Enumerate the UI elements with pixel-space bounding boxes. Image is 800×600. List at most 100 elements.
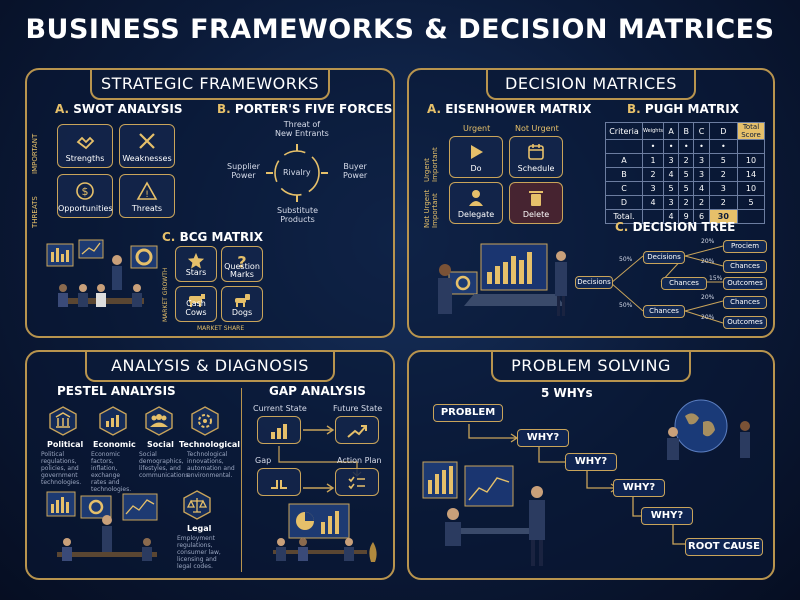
- gap-future-box: [335, 416, 379, 444]
- five-whys-why-3: WHY?: [613, 479, 665, 497]
- swot-opportunities: $ Opportunities: [57, 174, 113, 218]
- tree-leaf-1: Prociem: [723, 240, 767, 253]
- dog-icon: [235, 294, 250, 307]
- tree-prob-4: 20%: [701, 258, 715, 265]
- porter-buyer-power: Buyer Power: [343, 162, 368, 180]
- social-icon: [145, 406, 173, 436]
- tree-prob-5: 15%: [709, 275, 723, 282]
- gap-gap-box: [257, 468, 301, 496]
- decision-matrices-panel: DECISION MATRICES A. EISENHOWER MATRIX U…: [407, 68, 775, 338]
- panel-title: STRATEGIC FRAMEWORKS: [90, 70, 330, 100]
- laptop-illustration: [438, 243, 567, 316]
- bcg-dogs: Dogs: [221, 286, 263, 322]
- tree-prob-2: 50%: [619, 302, 633, 309]
- warning-icon: !: [136, 181, 158, 200]
- svg-text:$: $: [82, 185, 89, 198]
- bcg-xaxis: MARKET SHARE: [197, 325, 245, 332]
- page-title: BUSINESS FRAMEWORKS & DECISION MATRICES: [25, 14, 775, 45]
- gap-current-box: [257, 416, 301, 444]
- porter-substitutes: Substitute Products: [277, 206, 319, 224]
- tools-icon: [139, 133, 155, 149]
- porter-heading: B. PORTER'S FIVE FORCES: [217, 102, 393, 116]
- eisenhower-heading: A. EISENHOWER MATRIX: [427, 102, 592, 116]
- tree-leaf-2: Chances: [723, 260, 767, 273]
- swot-weaknesses: Weaknesses: [119, 124, 175, 168]
- calendar-icon: [528, 144, 544, 160]
- tree-chances-a: Chances: [661, 277, 707, 290]
- swot-threats: ! Threats: [119, 174, 175, 218]
- legal-icon: [183, 490, 211, 520]
- gap-plan-label: Action Plan: [337, 456, 382, 465]
- swot-heading: A. SWOT ANALYSIS: [55, 102, 183, 116]
- decision-tree-lines: [610, 245, 724, 324]
- pestel-heading: PESTEL ANALYSIS: [57, 384, 176, 398]
- swot-strengths: Strengths: [57, 124, 113, 168]
- svg-text:!: !: [145, 190, 149, 200]
- presentation-illustration: [273, 503, 377, 562]
- meeting-illustration: [46, 239, 158, 307]
- pugh-table: Criteria Weights A B C D Total Score •••…: [605, 122, 765, 224]
- eisenhower-schedule: Schedule: [509, 136, 563, 178]
- strategic-frameworks-panel: STRATEGIC FRAMEWORKS A. SWOT ANALYSIS IM…: [25, 68, 395, 338]
- bcg-cash-cows: Cash Cows: [175, 286, 217, 322]
- eisenhower-row-2: Not Urgent Important: [423, 189, 439, 228]
- tree-leaf-3: Outcomes: [723, 277, 767, 290]
- political-icon: [49, 406, 77, 436]
- pugh-heading: B. PUGH MATRIX: [627, 102, 739, 116]
- five-whys-why-2: WHY?: [565, 453, 617, 471]
- pestel-political-desc: Political regulations, policies, and gov…: [41, 451, 82, 486]
- technological-icon: [191, 406, 219, 436]
- pestel-technological: Technological: [179, 440, 241, 449]
- bcg-heading: C. BCG MATRIX: [162, 230, 263, 244]
- five-whys-why-1: WHY?: [517, 429, 569, 447]
- eisenhower-col-urgent: Urgent: [463, 124, 491, 133]
- cow-icon: [189, 294, 205, 307]
- person-icon: [469, 190, 483, 206]
- tree-leaf-5: Outcomes: [723, 316, 767, 329]
- panel-title: PROBLEM SOLVING: [491, 352, 691, 382]
- pestel-social-desc: Social demographics, lifestyles, and com…: [139, 451, 191, 479]
- pestel-technological-desc: Technological innovations, automation an…: [187, 451, 235, 479]
- eisenhower-do: Do: [449, 136, 503, 178]
- economic-icon: [99, 406, 127, 436]
- tree-chances-b: Chances: [643, 305, 685, 318]
- bar-chart-icon: [271, 424, 287, 439]
- bcg-question-marks: ? Question Marks: [221, 246, 263, 282]
- panel-title: DECISION MATRICES: [486, 70, 696, 100]
- swot-axis-threats: THREATS: [31, 196, 39, 228]
- five-whys-why-4: WHY?: [641, 507, 693, 525]
- trend-up-icon: [347, 425, 367, 438]
- gap-plan-box: [335, 468, 379, 496]
- porter-new-entrants: Threat of New Entrants: [275, 120, 329, 138]
- star-icon: [187, 252, 205, 269]
- eisenhower-delegate: Delegate: [449, 182, 503, 224]
- tree-prob-6: 20%: [701, 294, 715, 301]
- swot-axis-important: IMPORTANT: [31, 133, 39, 174]
- svg-text:?: ?: [237, 252, 246, 270]
- eisenhower-delete: Delete: [509, 182, 563, 224]
- workers-illustration: [46, 491, 158, 561]
- pestel-political: Political: [47, 440, 84, 449]
- tree-leaf-4: Chances: [723, 296, 767, 309]
- five-whys-root-cause: ROOT CAUSE: [685, 538, 763, 556]
- pestel-social: Social: [147, 440, 174, 449]
- tree-prob-1: 50%: [619, 256, 633, 263]
- gap-future-label: Future State: [333, 404, 383, 413]
- tree-heading: C. DECISION TREE: [615, 220, 736, 234]
- desk-illustration: [422, 461, 545, 566]
- tree-prob-7: 20%: [701, 314, 715, 321]
- gap-gap-label: Gap: [255, 456, 272, 465]
- porter-supplier-power: Supplier Power: [227, 162, 260, 180]
- strengths-icon: [76, 136, 95, 150]
- globe-illustration: [667, 399, 750, 460]
- pestel-legal: Legal: [187, 524, 212, 533]
- eisenhower-col-not-urgent: Not Urgent: [515, 124, 559, 133]
- dollar-icon: $: [76, 182, 94, 200]
- panel-title: ANALYSIS & DIAGNOSIS: [85, 352, 335, 382]
- five-whys-heading: 5 WHYs: [541, 386, 593, 400]
- eisenhower-row-1: Urgent Important: [423, 147, 439, 182]
- pestel-economic: Economic: [93, 440, 136, 449]
- tree-prob-3: 20%: [701, 238, 715, 245]
- question-icon: ?: [237, 252, 246, 270]
- tree-decisions: Decisions: [643, 251, 685, 264]
